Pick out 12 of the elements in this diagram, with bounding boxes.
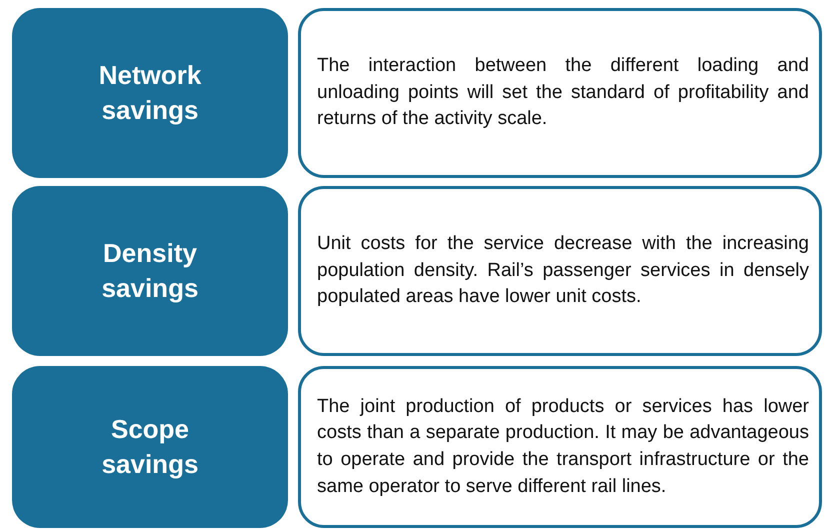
- description-text: Unit costs for the service decrease with the increasing population density. Rail’s passenger services in densely populated areas have lower unit costs.: [317, 232, 809, 310]
- heading-box: [12, 366, 288, 528]
- heading-text: Network savings: [98, 60, 202, 125]
- heading-box: [12, 8, 288, 178]
- heading-box: [12, 186, 288, 356]
- heading-text: Scope savings: [102, 414, 198, 479]
- description-box: [298, 186, 822, 356]
- description-text: The joint production of products or services has lower costs than a separate production. It may be advantageous to operate and provide the transport infrastructure or the same operator to serve different rail lines.: [317, 394, 809, 499]
- description-box: [298, 8, 822, 178]
- description-box: [298, 366, 822, 528]
- heading-text: Density savings: [102, 238, 198, 303]
- description-text: The interaction between the different loading and unloading points will set the standard of profitability and returns of the activity scale.: [317, 54, 809, 132]
